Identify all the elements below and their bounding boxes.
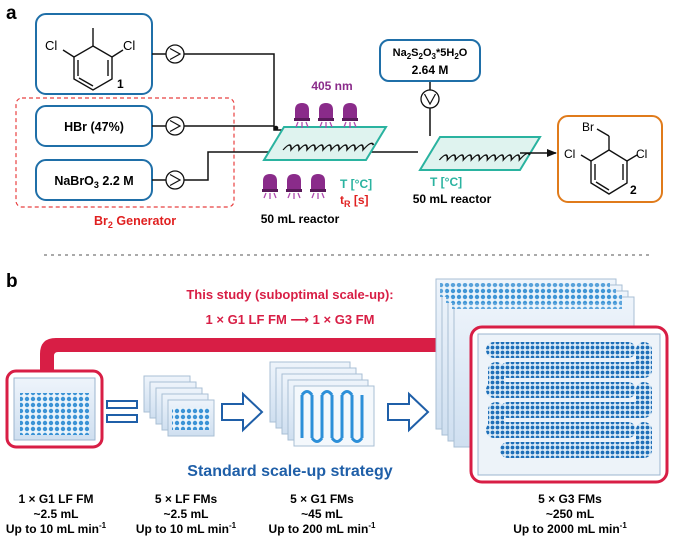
this-study-arrow (40, 328, 482, 372)
equals-sign (106, 400, 138, 423)
caption-2-line1: 5 × LF FMs (155, 492, 218, 506)
thiosulfate-concentration: 2.64 M (412, 63, 449, 77)
reagent-1-box (35, 13, 153, 95)
caption-3-line1: 5 × G1 FMs (290, 492, 354, 506)
reactor-2-temperature: T [°C] (430, 175, 462, 189)
caption-2-line3: Up to 10 mL min-1 (136, 521, 237, 536)
standard-strategy-label: Standard scale-up strategy (187, 463, 393, 480)
product-cl-right: Cl (636, 147, 647, 161)
br2-generator-label: Br2 Generator (94, 214, 176, 230)
dichlorotoluene-structure (62, 28, 124, 91)
reactor-1-temperature: T [°C] (340, 177, 372, 191)
this-study-title: This study (suboptimal scale-up): (186, 287, 393, 302)
product-number: 2 (630, 183, 637, 197)
caption-2-line2: ~2.5 mL (163, 507, 208, 521)
caption-col-1: 1 × G1 LF FM ~2.5 mL Up to 10 mL min-1 (6, 492, 107, 536)
reactor-2 (418, 136, 542, 171)
reactor-1 (262, 126, 388, 161)
lamp-icon (309, 173, 327, 200)
hbr-label: HBr (47%) (64, 120, 124, 134)
tubing (152, 53, 431, 181)
reagent-1-number: 1 (117, 77, 124, 91)
lamp-icon (285, 173, 303, 200)
caption-col-2: 5 × LF FMs ~2.5 mL Up to 10 mL min-1 (136, 492, 237, 536)
lamp-icon (293, 102, 311, 129)
pump-icon[interactable] (165, 170, 185, 190)
scale-arrow-icon (221, 391, 264, 433)
reactor-1-residence-time: tR [s] (340, 193, 369, 209)
pump-icon[interactable] (165, 116, 185, 136)
lamp-icon (317, 102, 335, 129)
reactor-1-volume: 50 mL reactor (261, 212, 340, 226)
g1-fm-stack (269, 361, 375, 447)
thiosulfate-name: Na2S2O3*5H2O (393, 47, 468, 61)
lf-fm-stack (143, 375, 215, 437)
caption-1-line2: ~2.5 mL (33, 507, 78, 521)
panel-a-label: a (6, 3, 17, 24)
caption-3-line3: Up to 200 mL min-1 (269, 521, 376, 536)
caption-4-line2: ~250 mL (546, 507, 594, 521)
reagent-1-cl-right: Cl (123, 38, 135, 53)
wavelength-label: 405 nm (311, 79, 352, 93)
g3-fm-channels (486, 342, 652, 458)
caption-3-line2: ~45 mL (301, 507, 343, 521)
scale-arrow-icon (387, 391, 430, 433)
g1-lf-fm-channels (20, 393, 89, 435)
lamp-icon (261, 173, 279, 200)
caption-col-3: 5 × G1 FMs ~45 mL Up to 200 mL min-1 (269, 492, 376, 536)
comparison-label: 1 × G1 LF FM ⟶ 1 × G3 FM (206, 312, 375, 327)
product-box (557, 115, 663, 203)
reactor-2-volume: 50 mL reactor (413, 192, 492, 206)
panel-b-label: b (6, 271, 18, 292)
nabro3-label: NaBrO3 2.2 M (54, 174, 133, 190)
thiosulfate-box (379, 39, 481, 82)
product-structure (580, 128, 638, 195)
product-cl-left: Cl (564, 147, 575, 161)
caption-1-line3: Up to 10 mL min-1 (6, 521, 107, 536)
pump-icon[interactable] (420, 89, 440, 109)
pump-icon[interactable] (165, 44, 185, 64)
product-br: Br (582, 120, 594, 134)
lamp-icon (341, 102, 359, 129)
caption-col-4: 5 × G3 FMs ~250 mL Up to 2000 mL min-1 (513, 492, 627, 536)
caption-4-line3: Up to 2000 mL min-1 (513, 521, 627, 536)
caption-1-line1: 1 × G1 LF FM (18, 492, 93, 506)
caption-4-line1: 5 × G3 FMs (538, 492, 602, 506)
mixing-junction (273, 125, 279, 131)
reagent-1-cl-left: Cl (45, 38, 57, 53)
